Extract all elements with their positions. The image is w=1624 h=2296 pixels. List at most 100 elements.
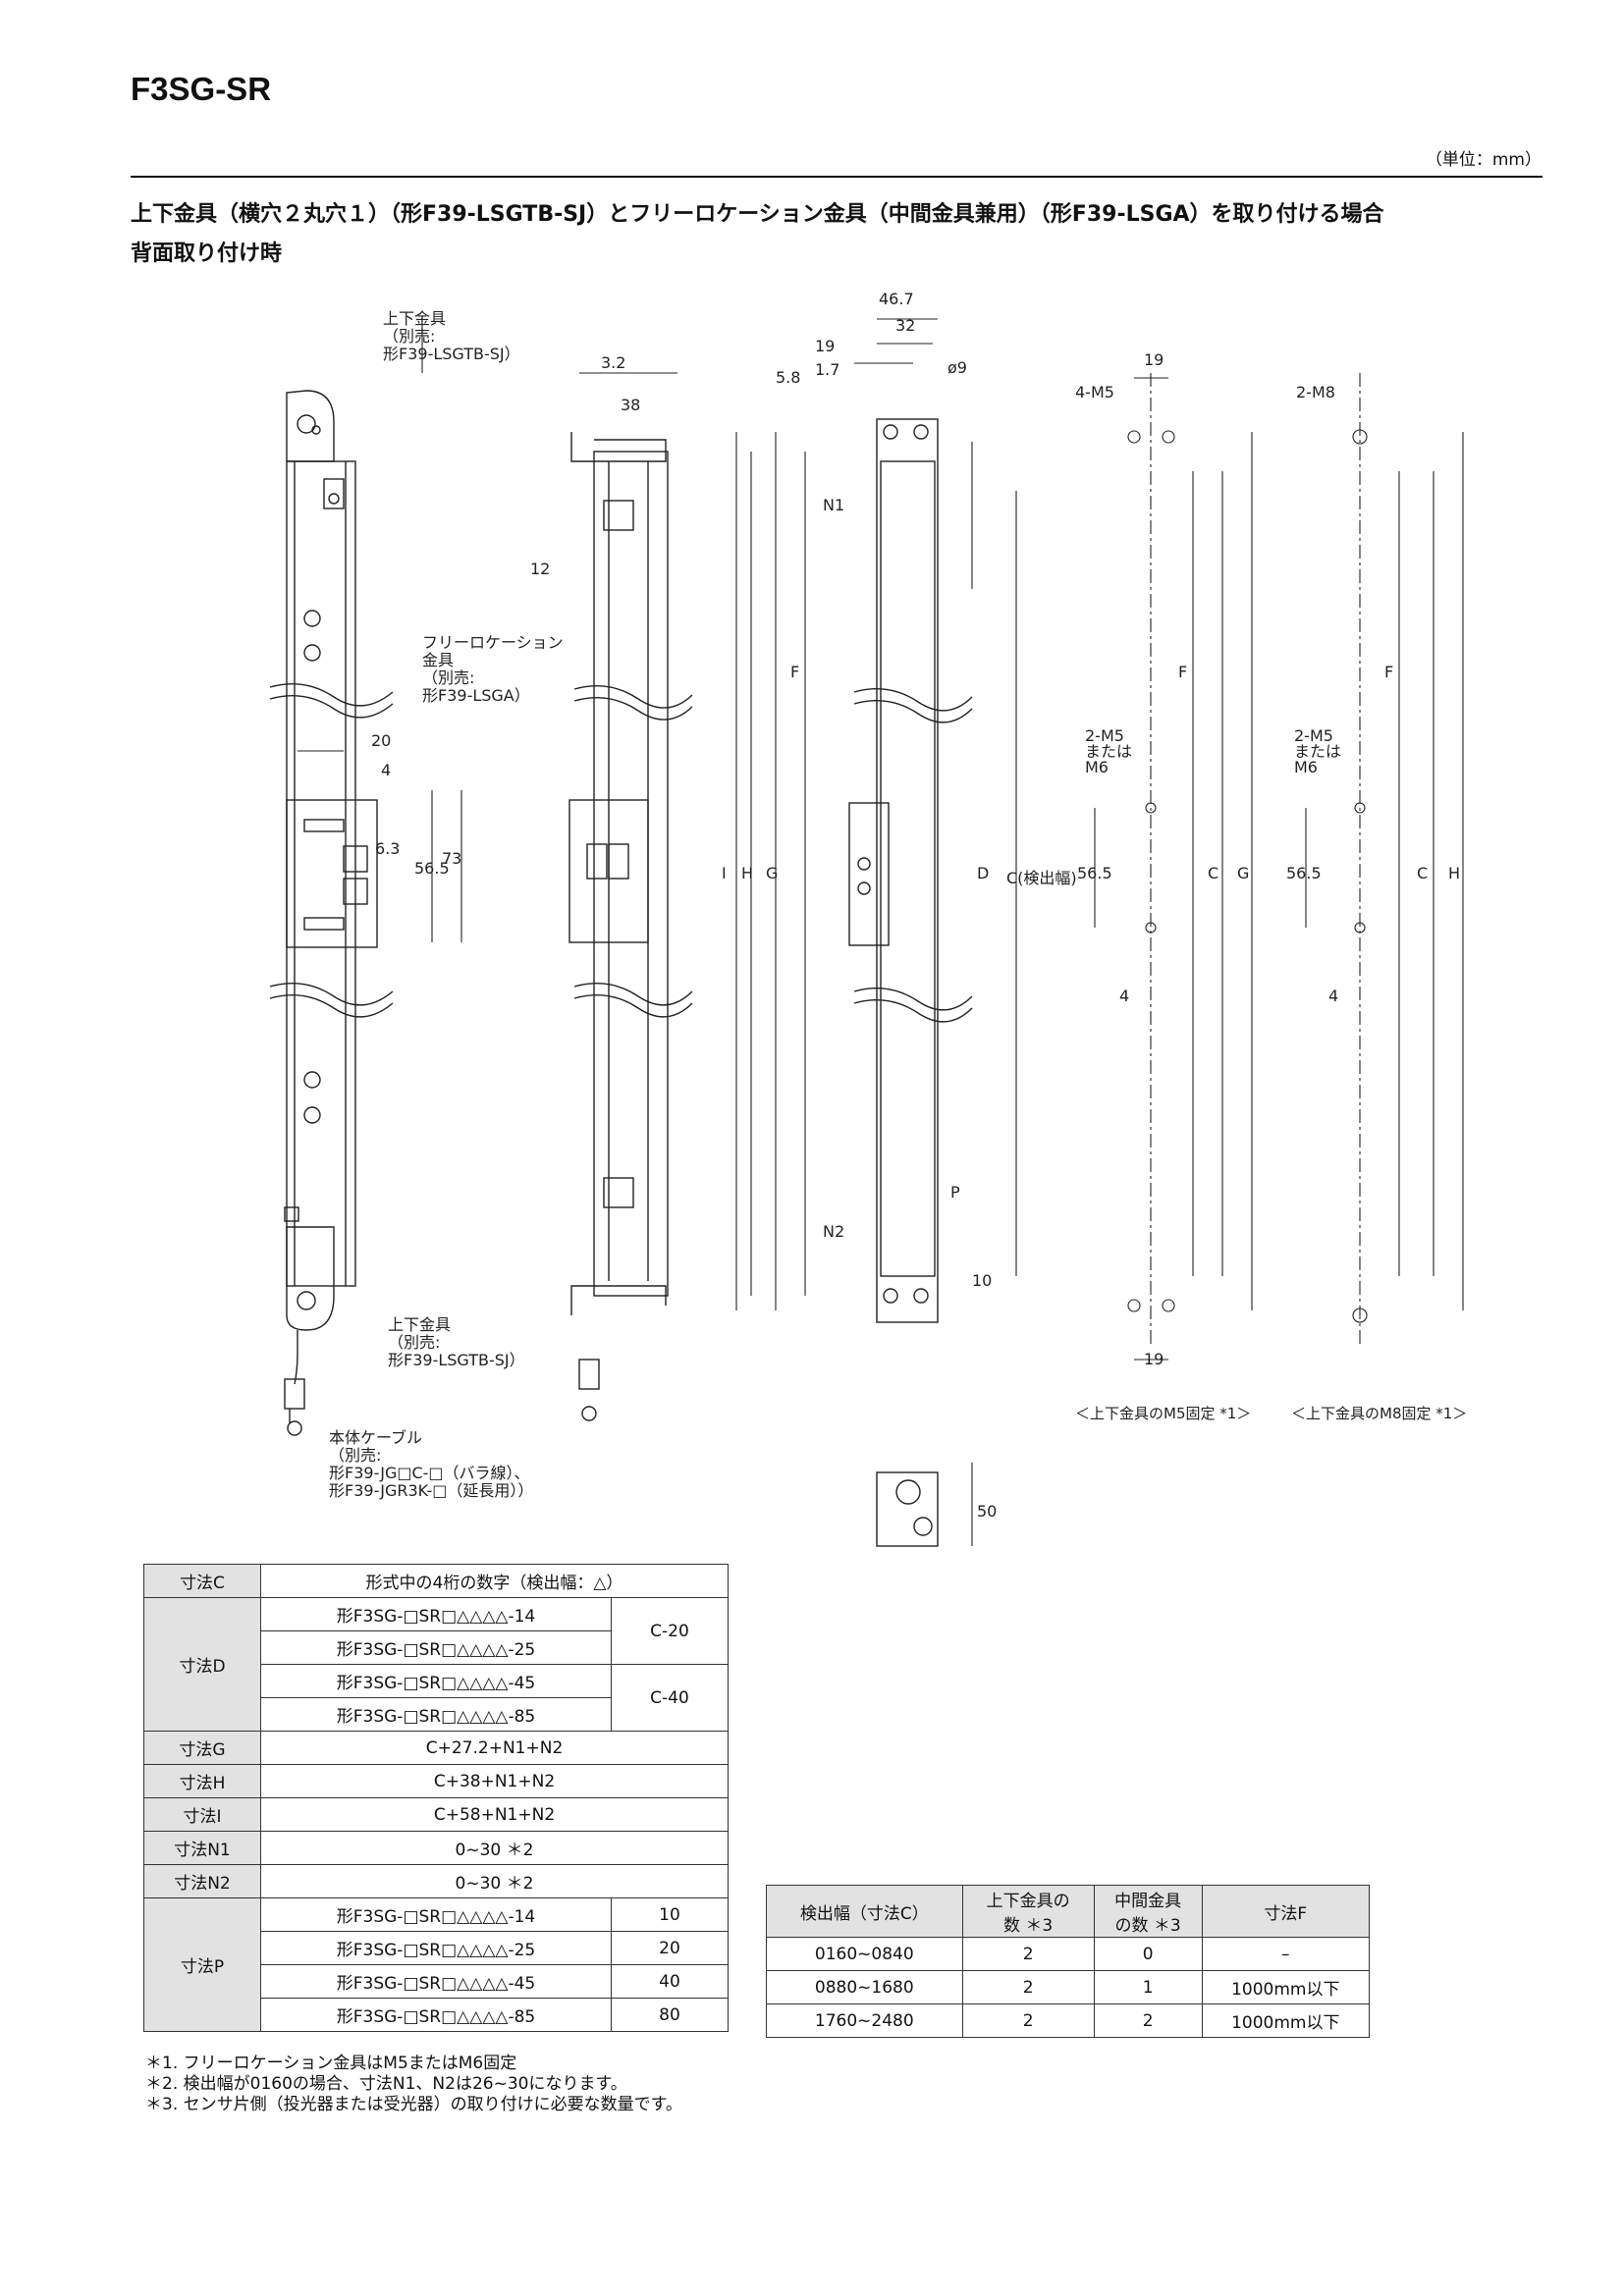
front-view [269, 390, 394, 1436]
row-label: 寸法P [143, 1897, 261, 2032]
dim-32: 32 [895, 316, 915, 335]
section-subcaption: 背面取り付け時 [131, 241, 283, 266]
dim-c: C(検出幅) [1006, 869, 1077, 887]
dim-50: 50 [977, 1502, 997, 1521]
m8-mount-view [1305, 373, 1464, 1345]
m5-holes-label: 4-M5 [1075, 383, 1114, 401]
table-cell: 1 [1093, 1970, 1203, 2004]
table-cell: 形F3SG-□SR□△△△△-25 [260, 1630, 612, 1665]
drawing-labels: 上下金具（別売:形F39-LSGTB-SJ） フリーロケーション金具（別売:形F… [329, 290, 1467, 1521]
table-row: 寸法G C+27.2+N1+N2 [143, 1731, 729, 1765]
table-row: 0880~1680 2 1 1000mm以下 [766, 1970, 1371, 2004]
footnote: ＊2. 検出幅が0160の場合、寸法N1、N2は26~30になります。 [145, 2074, 627, 2094]
title-rule [131, 176, 1543, 178]
table-row: 1760~2480 2 2 1000mm以下 [766, 2003, 1371, 2038]
row-label: 寸法D [143, 1597, 261, 1732]
table-cell: 80 [611, 1998, 729, 2032]
table-cell: 10 [611, 1897, 729, 1932]
table-cell: C-40 [611, 1664, 729, 1732]
front-dim-view [848, 418, 973, 1547]
table-cell: 形F3SG-□SR□△△△△-45 [260, 1964, 612, 1999]
table-cell: 1760~2480 [766, 2003, 963, 2038]
table-row: 形F3SG-□SR□△△△△-85 [144, 1697, 729, 1732]
page-title: F3SG-SR [131, 71, 272, 107]
m8-dim-56-5: 56.5 [1286, 864, 1322, 882]
footnotes: ＊1. フリーロケーション金具はM5またはM6固定 ＊2. 検出幅が0160の場… [145, 2054, 682, 2115]
table-cell: 形F3SG-□SR□△△△△-85 [260, 1697, 612, 1732]
m5-dim-19: 19 [1144, 350, 1164, 369]
table-cell: 0880~1680 [766, 1970, 963, 2004]
m8-caption: ＜上下金具のM8固定 *1＞ [1291, 1405, 1467, 1422]
column-header: 上下金具の 数 ＊3 [961, 1885, 1095, 1938]
column-header: 検出幅（寸法C） [766, 1885, 963, 1938]
table-cell: C+58+N1+N2 [260, 1797, 729, 1832]
dim-19: 19 [815, 337, 835, 355]
dim-d: D [977, 864, 989, 882]
table-cell: 0~30 ＊2 [260, 1831, 729, 1865]
m5-bottom-dim-19: 19 [1144, 1350, 1164, 1368]
column-header: 寸法F [1201, 1885, 1371, 1938]
dim-20: 20 [371, 731, 391, 750]
cable-label: 本体ケーブル（別売:形F39-JG□C-□（バラ線）、形F39-JGR3K-□（… [329, 1428, 533, 1500]
dimension-table: 寸法C 形式中の4桁の数字（検出幅：△） 寸法D 形F3SG-□SR□△△△△-… [143, 1564, 729, 2032]
dimension-lines [298, 318, 1017, 1546]
dim-3-2: 3.2 [601, 353, 625, 372]
table-cell: 形F3SG-□SR□△△△△-25 [260, 1931, 612, 1965]
dim-4: 4 [381, 761, 391, 779]
table-row: 寸法I C+58+N1+N2 [143, 1797, 729, 1832]
table-row: 形F3SG-□SR□△△△△-85 80 [144, 1998, 729, 2032]
table-cell: – [1201, 1937, 1371, 1971]
dim-46-7: 46.7 [879, 290, 914, 308]
m8-dim-f: F [1384, 663, 1393, 681]
dim-10: 10 [972, 1271, 992, 1290]
table-row: 寸法N2 0~30 ＊2 [143, 1864, 729, 1898]
table-cell: 2 [961, 1937, 1095, 1971]
table-cell: C+38+N1+N2 [260, 1764, 729, 1798]
table-row: 寸法H C+38+N1+N2 [143, 1764, 729, 1798]
m8-dim-h: H [1448, 864, 1460, 882]
row-label: 寸法G [143, 1731, 261, 1765]
m5-caption: ＜上下金具のM5固定 *1＞ [1075, 1405, 1251, 1422]
table-cell: 1000mm以下 [1201, 2003, 1371, 2038]
table-cell: 形F3SG-□SR□△△△△-85 [260, 1998, 612, 2032]
table-row: 寸法D 形F3SG-□SR□△△△△-14 C-20 [143, 1597, 729, 1732]
footnote: ＊3. センサ片側（投光器または受光器）の取り付けに必要な数量です。 [145, 2095, 682, 2114]
table-cell: 2 [1093, 2003, 1203, 2038]
dim-i: I [722, 864, 727, 882]
table-cell: 2 [961, 1970, 1095, 2004]
table-row: 寸法P 形F3SG-□SR□△△△△-14 10 [143, 1897, 729, 2032]
table-cell: 20 [611, 1931, 729, 1965]
row-label: 寸法N2 [143, 1864, 261, 1898]
m5-dim-c: C [1208, 864, 1218, 882]
dim-n1: N1 [823, 496, 844, 514]
dim-n2: N2 [823, 1222, 844, 1241]
table-cell: 形F3SG-□SR□△△△△-14 [260, 1597, 612, 1631]
table-cell: C+27.2+N1+N2 [260, 1731, 729, 1765]
row-label: 寸法I [143, 1797, 261, 1832]
table-cell: 形式中の4桁の数字（検出幅：△） [260, 1564, 729, 1598]
dim-g: G [766, 864, 778, 882]
dim-1-7: 1.7 [815, 360, 839, 379]
dim-6-3: 6.3 [375, 839, 400, 858]
m5-dim-56-5: 56.5 [1077, 864, 1112, 882]
table-row: 0160~0840 2 0 – [766, 1937, 1371, 1971]
row-label: 寸法H [143, 1764, 261, 1798]
table-row: 形F3SG-□SR□△△△△-45 40 [144, 1964, 729, 1999]
bracket-count-table: 検出幅（寸法C） 上下金具の 数 ＊3 中間金具 の数 ＊3 寸法F 0160~… [766, 1885, 1371, 2038]
m5-dim-4: 4 [1119, 987, 1129, 1005]
bottom-bracket-label: 上下金具（別売:形F39-LSGTB-SJ） [388, 1315, 525, 1369]
table-row: 寸法C 形式中の4桁の数字（検出幅：△） [143, 1564, 729, 1598]
dim-p: P [950, 1183, 960, 1201]
dimension-drawing: 上下金具（別売:形F39-LSGTB-SJ） フリーロケーション金具（別売:形F… [269, 290, 1467, 1547]
table-cell: 0~30 ＊2 [260, 1864, 729, 1898]
table-cell: 形F3SG-□SR□△△△△-14 [260, 1897, 612, 1932]
table-cell: C-20 [611, 1597, 729, 1665]
m5-dim-g: G [1237, 864, 1249, 882]
dim-phi9: ø9 [947, 358, 967, 377]
table-row: 形F3SG-□SR□△△△△-25 [144, 1630, 729, 1665]
m5-mount-view [1094, 373, 1253, 1361]
table-row: 形F3SG-□SR□△△△△-45 C-40 [144, 1664, 729, 1732]
column-header: 中間金具 の数 ＊3 [1093, 1885, 1203, 1938]
